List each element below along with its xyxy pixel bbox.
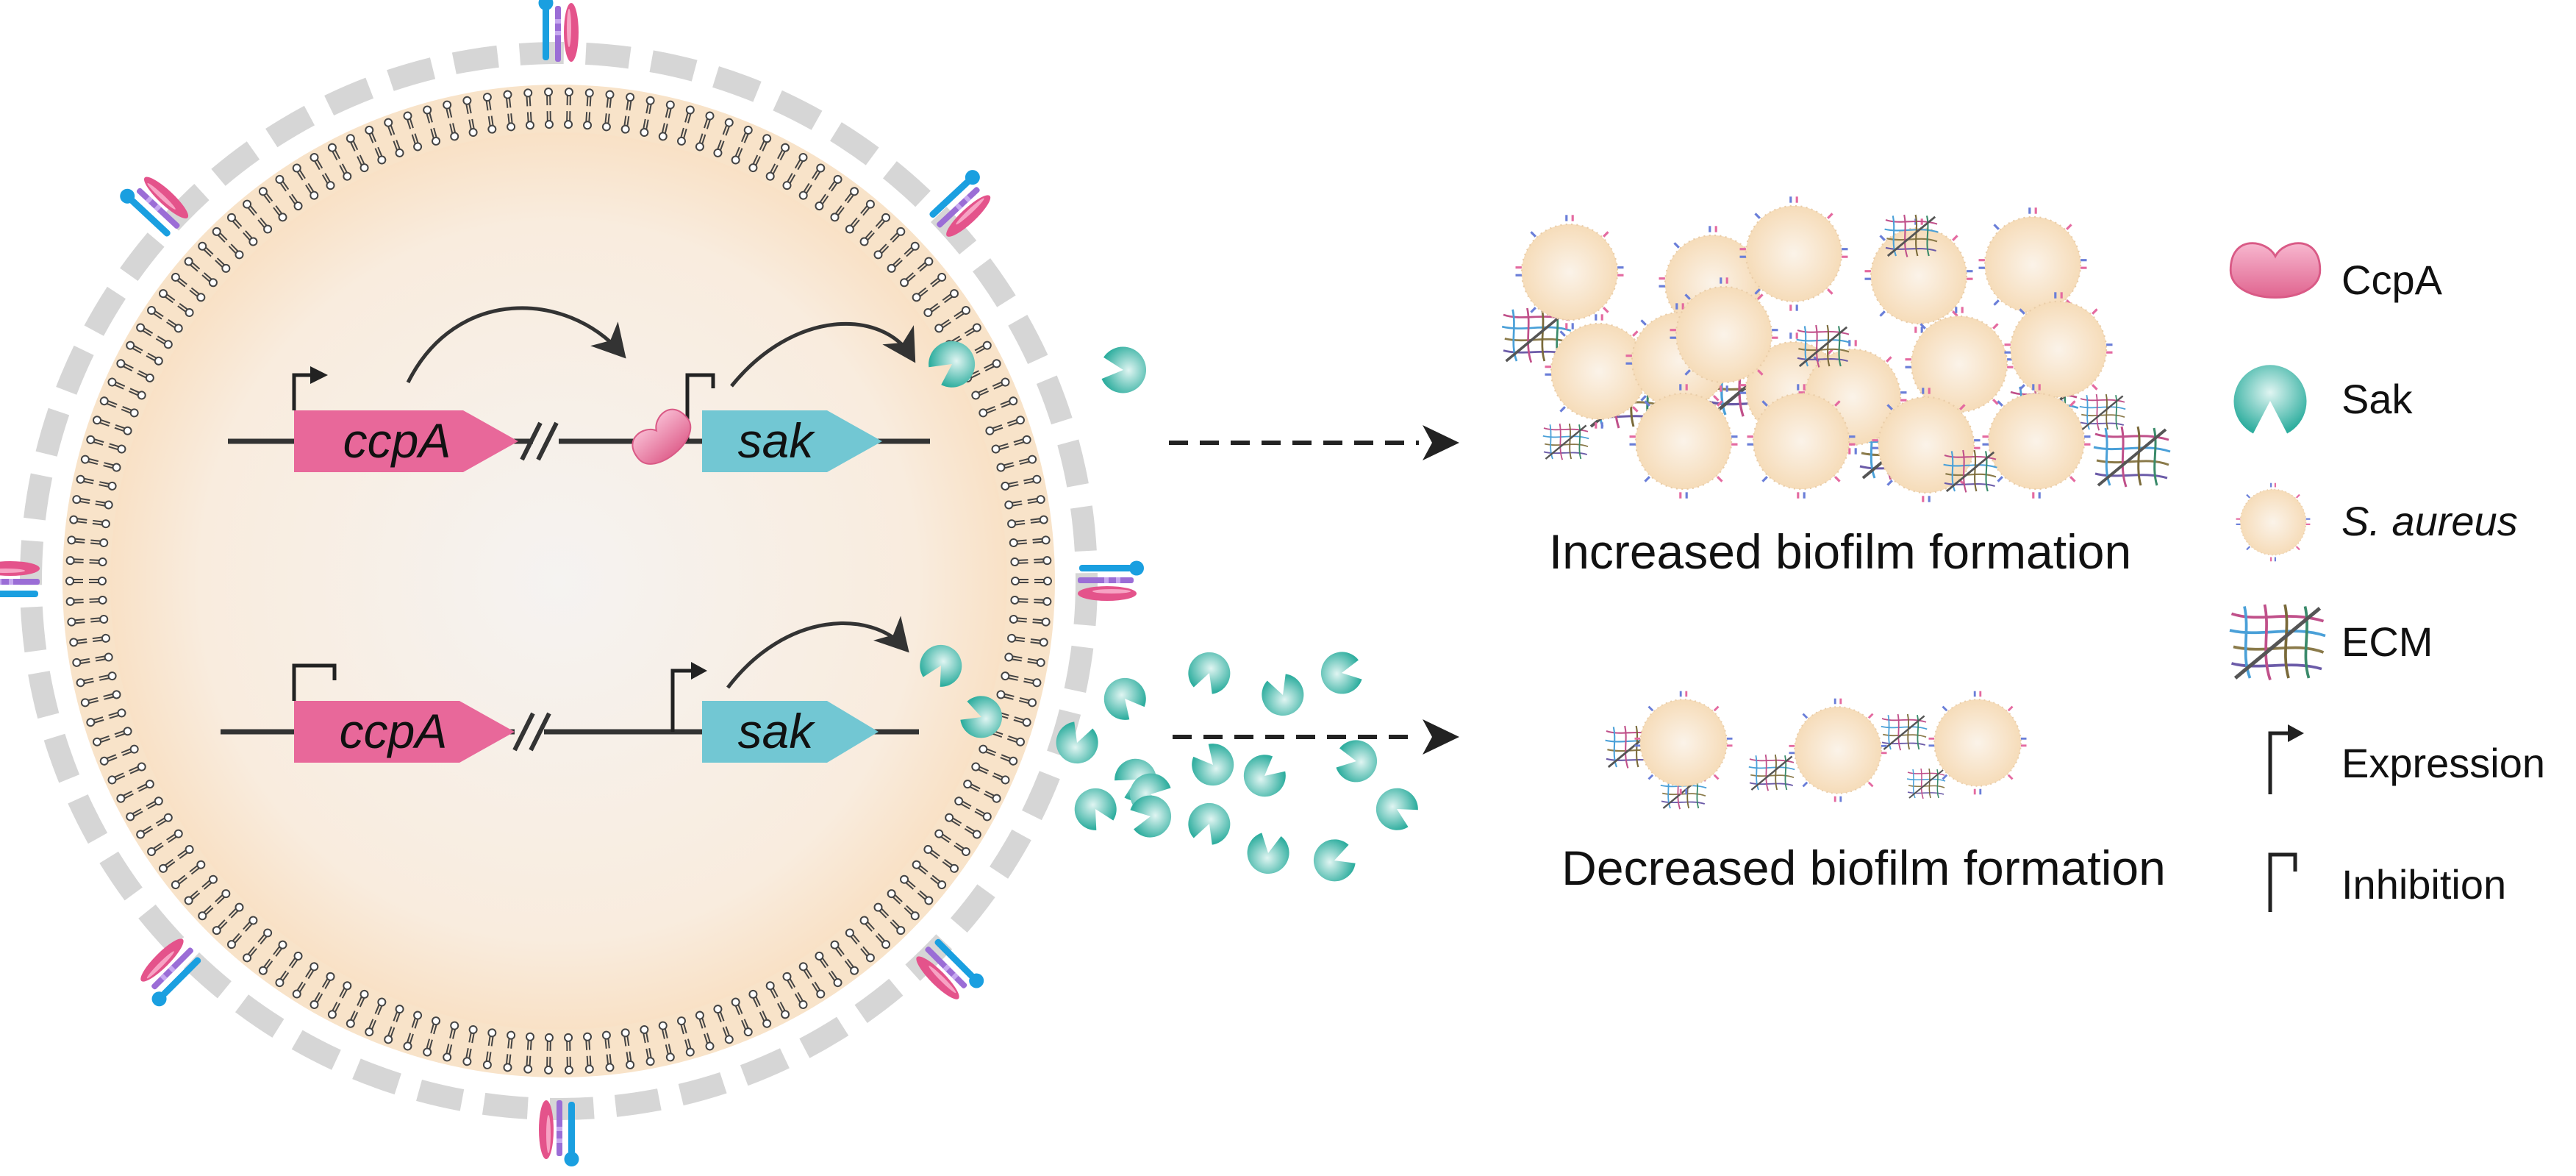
cytoplasm bbox=[110, 132, 1007, 1030]
sak-protein bbox=[1183, 797, 1237, 849]
sak-gene-label: sak bbox=[738, 413, 816, 468]
sak-gene bbox=[702, 410, 882, 472]
sak-protein bbox=[1368, 780, 1424, 837]
ecm-matrix bbox=[2092, 425, 2172, 488]
ecm-matrix bbox=[1906, 768, 1946, 799]
sak-expression-arrow bbox=[730, 321, 916, 388]
bottom-operon: ccpA sak bbox=[221, 616, 919, 763]
dna-break-icon bbox=[512, 712, 551, 752]
legend-inhibition-label: Inhibition bbox=[2341, 861, 2506, 908]
legend-expression-label: Expression bbox=[2341, 740, 2545, 786]
sparse-biofilm-cluster bbox=[1604, 690, 2028, 810]
sak-protein bbox=[1235, 747, 1292, 805]
activation-arrow bbox=[406, 306, 626, 384]
expression-promoter-icon bbox=[292, 373, 312, 410]
expression-arrowhead-icon bbox=[691, 662, 707, 680]
s-aureus-cell bbox=[1514, 213, 1625, 331]
legend: CcpA Sak S. aureus ECM Expression Inhibi… bbox=[2229, 242, 2545, 912]
surface-protein bbox=[539, 1100, 579, 1166]
sak-protein bbox=[1067, 780, 1123, 836]
legend-sak-label: Sak bbox=[2341, 376, 2413, 422]
increased-biofilm-caption: Increased biofilm formation bbox=[1549, 524, 2131, 579]
sak-protein bbox=[1095, 669, 1153, 727]
bacterial-cell bbox=[0, 0, 1144, 1166]
flow-arrow-bottom bbox=[1173, 719, 1459, 755]
sak-protein bbox=[1256, 670, 1310, 722]
dna-break-icon bbox=[520, 421, 559, 461]
surface-protein bbox=[924, 166, 1001, 242]
flow-arrow-top bbox=[1169, 425, 1459, 460]
sak-protein bbox=[1307, 834, 1359, 888]
s-aureus-cell bbox=[1668, 276, 1780, 393]
sak-protein bbox=[1183, 646, 1237, 698]
ecm-matrix bbox=[1747, 753, 1796, 792]
inhibition-promoter-icon bbox=[292, 663, 337, 701]
s-aureus-legend-icon bbox=[2235, 482, 2311, 563]
sak-legend-icon bbox=[2233, 365, 2307, 434]
ccpa-gene bbox=[294, 410, 518, 472]
sak-promoter-icon bbox=[685, 373, 715, 441]
ecm-matrix bbox=[2078, 393, 2127, 432]
surface-protein bbox=[538, 0, 579, 62]
top-operon: ccpA sak bbox=[228, 306, 930, 474]
inhibition-legend-icon bbox=[2268, 852, 2297, 912]
sak-gene-label: sak bbox=[738, 704, 816, 758]
sak-protein bbox=[1101, 345, 1148, 396]
ccpa-gene-label: ccpA bbox=[343, 413, 451, 468]
expression-promoter-icon bbox=[670, 669, 693, 732]
ccpa-legend-icon bbox=[2229, 242, 2322, 299]
surface-protein bbox=[912, 933, 987, 1009]
sak-protein bbox=[1317, 649, 1364, 697]
s-aureus-cell bbox=[1628, 382, 1739, 500]
ecm-legend-icon bbox=[2230, 605, 2325, 680]
legend-ccpa-label: CcpA bbox=[2341, 257, 2443, 303]
s-aureus-cell bbox=[1738, 195, 1850, 313]
legend-s-aureus-label: S. aureus bbox=[2341, 498, 2518, 544]
surface-protein bbox=[0, 561, 40, 602]
sak-protein bbox=[1334, 737, 1381, 785]
ecm-matrix bbox=[1880, 713, 1928, 752]
sak-expression-arrow bbox=[726, 616, 909, 689]
surface-protein bbox=[117, 167, 193, 242]
surface-protein bbox=[1078, 560, 1144, 601]
expression-arrowhead-icon bbox=[310, 366, 328, 384]
s-aureus-cell bbox=[1745, 382, 1857, 500]
s-aureus-cell bbox=[1634, 690, 1734, 796]
legend-ecm-label: ECM bbox=[2341, 619, 2433, 665]
ecm-matrix bbox=[1542, 422, 1590, 461]
expression-legend-icon bbox=[2268, 724, 2304, 794]
s-aureus-cell bbox=[2003, 291, 2114, 408]
ccpa-gene-label: ccpA bbox=[340, 704, 448, 758]
sak-gene bbox=[702, 701, 879, 763]
decreased-biofilm-caption: Decreased biofilm formation bbox=[1561, 841, 2166, 895]
ccpa-gene bbox=[294, 701, 515, 763]
dense-biofilm-cluster bbox=[1500, 195, 2172, 504]
s-aureus-cell bbox=[1928, 690, 2028, 796]
s-aureus-cell bbox=[1981, 382, 2092, 500]
sak-protein bbox=[1244, 830, 1292, 877]
s-aureus-cell bbox=[1788, 697, 1888, 803]
sak-protein bbox=[1184, 737, 1242, 794]
